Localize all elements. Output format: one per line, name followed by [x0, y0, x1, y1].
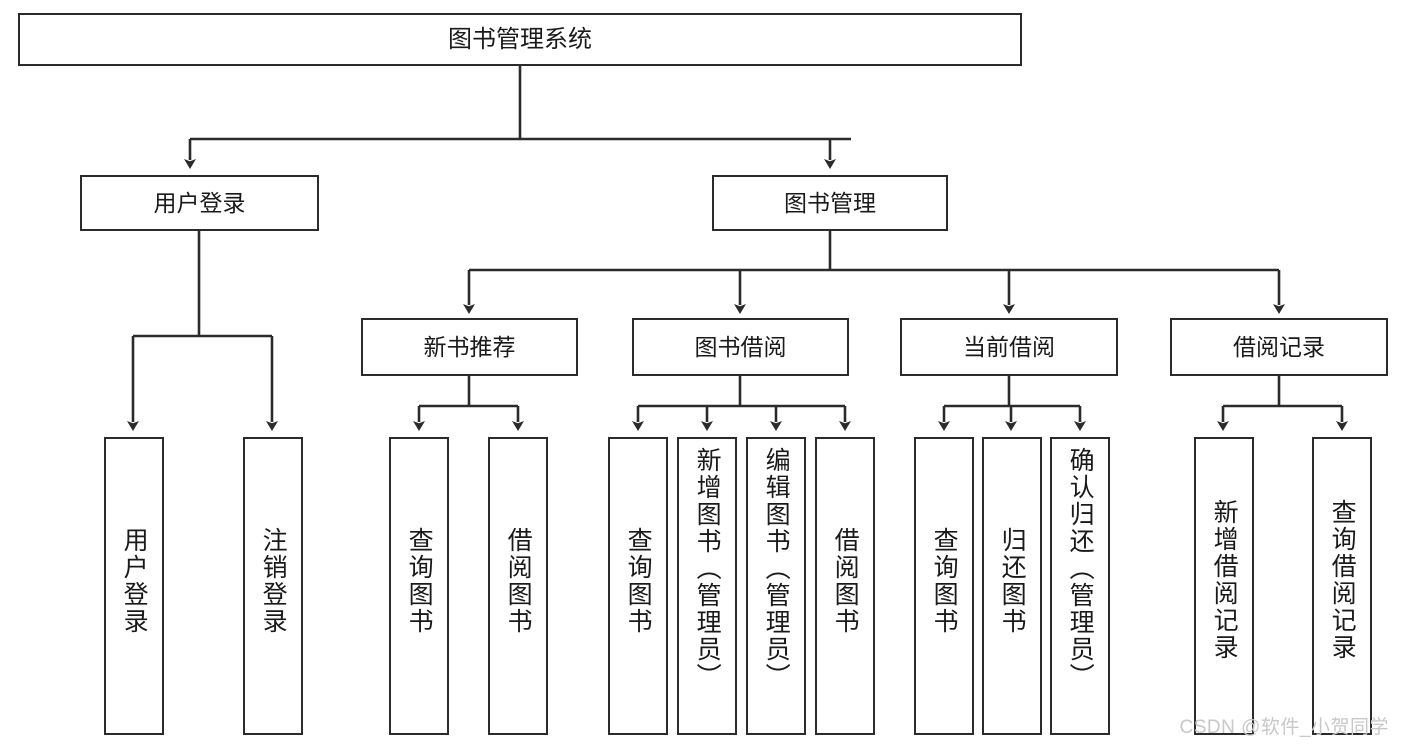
- node-label: 借阅图书: [831, 527, 860, 635]
- leaf-current-borrow-query-book[interactable]: 查询图书: [914, 437, 974, 735]
- node-label: 用户登录: [120, 527, 149, 635]
- node-label: 新书推荐: [423, 333, 516, 360]
- node-borrow-record[interactable]: 借阅记录: [1170, 318, 1388, 376]
- leaf-borrow-record-query-record[interactable]: 查询借阅记录: [1312, 437, 1372, 735]
- csdn-watermark: CSDN @软件_小贺同学: [1179, 717, 1389, 738]
- leaf-new-book-query-book[interactable]: 查询图书: [389, 437, 449, 735]
- node-label: 用户登录: [153, 189, 246, 216]
- node-label: 当前借阅: [963, 333, 1055, 360]
- leaf-borrow-record-add-record[interactable]: 新增借阅记录: [1194, 437, 1254, 735]
- node-label: 归还图书: [998, 527, 1027, 635]
- node-user-login[interactable]: 用户登录: [80, 175, 319, 231]
- node-root-book-management-system[interactable]: 图书管理系统: [18, 13, 1022, 66]
- node-label: 新增借阅记录: [1210, 499, 1239, 661]
- leaf-book-borrow-borrow-book[interactable]: 借阅图书: [815, 437, 875, 735]
- node-label: 确认归还（管理员）: [1066, 447, 1095, 690]
- node-book-borrow[interactable]: 图书借阅: [632, 318, 849, 376]
- node-label: 图书借阅: [694, 333, 787, 360]
- node-label: 新增图书（管理员）: [693, 447, 722, 690]
- leaf-user-login-login[interactable]: 用户登录: [104, 437, 164, 735]
- node-label: 查询图书: [930, 527, 959, 635]
- node-label: 注销登录: [259, 527, 288, 635]
- leaf-book-borrow-edit-book-admin[interactable]: 编辑图书（管理员）: [746, 437, 806, 735]
- node-label: 图书管理: [784, 189, 876, 216]
- node-label: 查询图书: [624, 527, 653, 635]
- node-new-book-recommend[interactable]: 新书推荐: [361, 318, 578, 376]
- leaf-book-borrow-query-book[interactable]: 查询图书: [608, 437, 668, 735]
- leaf-new-book-borrow-book[interactable]: 借阅图书: [488, 437, 548, 735]
- node-current-borrow[interactable]: 当前借阅: [900, 318, 1118, 376]
- leaf-current-borrow-confirm-return-admin[interactable]: 确认归还（管理员）: [1050, 437, 1110, 735]
- node-label: 图书管理系统: [448, 25, 592, 53]
- node-book-management[interactable]: 图书管理: [712, 175, 948, 231]
- leaf-user-login-logout[interactable]: 注销登录: [243, 437, 303, 735]
- node-label: 查询图书: [405, 527, 434, 635]
- node-label: 编辑图书（管理员）: [762, 447, 791, 690]
- leaf-book-borrow-add-book-admin[interactable]: 新增图书（管理员）: [677, 437, 737, 735]
- node-label: 借阅记录: [1233, 333, 1325, 360]
- node-label: 查询借阅记录: [1328, 499, 1357, 661]
- node-label: 借阅图书: [504, 527, 533, 635]
- leaf-current-borrow-return-book[interactable]: 归还图书: [982, 437, 1042, 735]
